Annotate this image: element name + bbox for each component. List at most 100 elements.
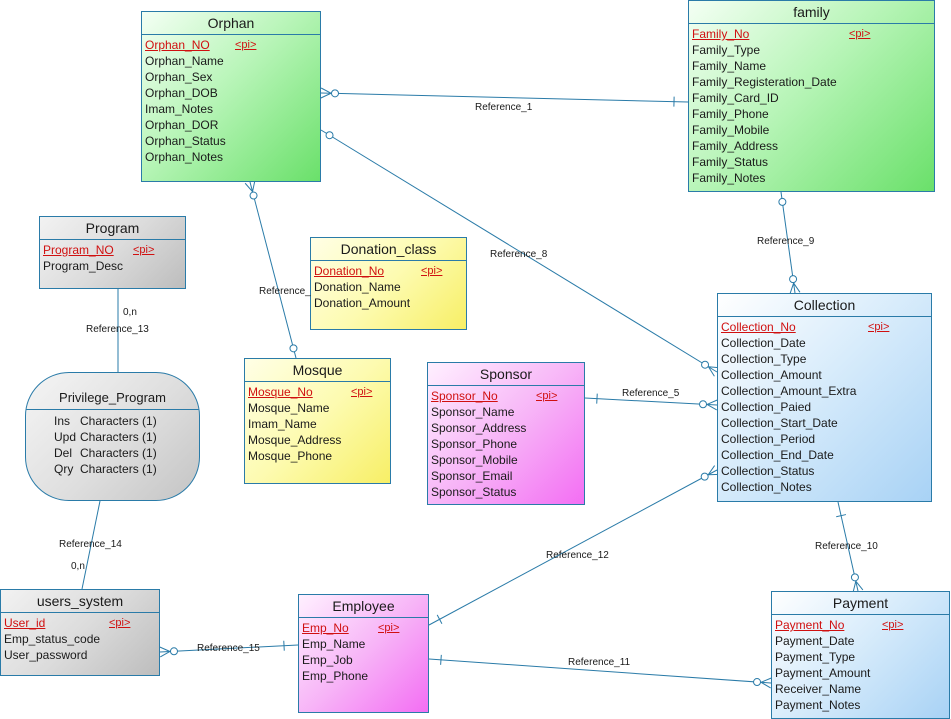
primary-key-row[interactable]: Program_NO<pi> [43, 242, 182, 258]
attribute-row[interactable]: Sponsor_Name [431, 405, 515, 419]
primary-key-row[interactable]: Orphan_NO<pi> [145, 37, 317, 53]
attribute-row[interactable]: Payment_Date [775, 634, 855, 648]
attribute-row[interactable]: Collection_Date [721, 336, 806, 350]
attribute-row[interactable]: Collection_Paied [721, 400, 812, 414]
entity-program[interactable]: Program Program_NO<pi>Program_Desc [39, 216, 186, 289]
reference-1-line[interactable] [320, 92, 689, 103]
reference-15-line[interactable] [159, 644, 299, 653]
attribute-row[interactable]: Orphan_Status [145, 134, 226, 148]
primary-key-row[interactable]: Payment_No<pi> [775, 617, 946, 633]
reference-11-line[interactable] [428, 658, 772, 684]
attribute-row[interactable]: Emp_Name [302, 637, 366, 651]
reference-orphan-mosque-line[interactable] [249, 181, 297, 359]
mandatory-one-marker[interactable] [283, 640, 285, 651]
attribute-row[interactable]: Family_Card_ID [692, 91, 779, 105]
crows-foot-marker[interactable] [760, 677, 772, 683]
mandatory-one-marker[interactable] [596, 393, 598, 404]
attribute-row[interactable]: Mosque_Address [248, 433, 342, 447]
attribute-row[interactable]: Donation_Name [314, 280, 401, 294]
attribute-row[interactable]: Family_Registeration_Date [692, 75, 837, 89]
attribute-row[interactable]: Imam_Notes [145, 102, 214, 116]
crows-foot-marker[interactable] [707, 465, 716, 476]
primary-key-row[interactable]: Collection_No<pi> [721, 319, 928, 335]
entity-donation-class[interactable]: Donation_class Donation_No<pi>Donation_N… [310, 237, 467, 330]
attribute-row[interactable]: Mosque_Name [248, 401, 330, 415]
attribute-row[interactable]: Payment_Type [775, 650, 856, 664]
attribute-row[interactable]: Family_Status [692, 155, 769, 169]
attribute-row[interactable]: Collection_Type [721, 352, 807, 366]
attribute-row[interactable]: Sponsor_Phone [431, 437, 518, 451]
crows-foot-marker[interactable] [706, 404, 717, 411]
crows-foot-marker[interactable] [160, 651, 171, 658]
crows-foot-marker[interactable] [708, 366, 715, 377]
attribute-row[interactable]: Orphan_DOR [145, 118, 219, 132]
attribute-row[interactable]: Collection_Period [721, 432, 816, 446]
crows-foot-marker[interactable] [320, 87, 332, 94]
attribute-row[interactable]: Sponsor_Email [431, 469, 513, 483]
primary-key-row[interactable]: Emp_No<pi> [302, 620, 425, 636]
attribute-row[interactable]: Collection_Start_Date [721, 416, 838, 430]
primary-key-row[interactable]: User_id<pi> [4, 615, 156, 631]
attribute-row[interactable]: Collection_Amount_Extra [721, 384, 857, 398]
attribute-row[interactable]: Family_Name [692, 59, 767, 73]
crows-foot-marker[interactable] [793, 282, 801, 293]
attribute-row[interactable]: Sponsor_Address [431, 421, 527, 435]
crows-foot-marker[interactable] [760, 681, 771, 689]
mandatory-one-marker[interactable] [836, 514, 847, 518]
attribute-row[interactable]: Family_Type [692, 43, 761, 57]
attribute-row[interactable]: Family_Phone [692, 107, 769, 121]
attribute-row[interactable]: Orphan_Name [145, 54, 224, 68]
attribute-row[interactable]: Collection_Status [721, 464, 815, 478]
attribute-row[interactable]: User_password [4, 648, 88, 662]
attribute-row[interactable]: Imam_Name [248, 417, 317, 431]
attribute-row[interactable]: Emp_Job [302, 653, 353, 667]
attribute-row[interactable]: Payment_Notes [775, 698, 861, 712]
crows-foot-marker[interactable] [320, 92, 332, 99]
reference-14-line[interactable] [81, 500, 101, 590]
attribute-row[interactable]: Orphan_DOB [145, 86, 218, 100]
attribute-row[interactable]: Family_Mobile [692, 123, 770, 137]
attribute-row[interactable]: Donation_Amount [314, 296, 411, 310]
attribute-row[interactable]: Program_Desc [43, 259, 124, 273]
crows-foot-marker[interactable] [244, 182, 253, 193]
attribute-row[interactable]: Collection_Amount [721, 368, 822, 382]
attribute-row[interactable]: Orphan_Sex [145, 70, 213, 84]
primary-key-row[interactable]: Family_No<pi> [692, 26, 931, 42]
attribute-row[interactable]: Emp_status_code [4, 632, 101, 646]
attribute-row[interactable]: Receiver_Name [775, 682, 862, 696]
attribute-row[interactable]: Family_Address [692, 139, 779, 153]
mandatory-one-marker[interactable] [440, 654, 442, 665]
entity-collection[interactable]: Collection Collection_No<pi>Collection_D… [717, 293, 932, 502]
primary-key-row[interactable]: Mosque_No<pi> [248, 384, 387, 400]
attribute-row[interactable]: Family_Notes [692, 171, 766, 185]
attribute-row[interactable]: Payment_Amount [775, 666, 871, 680]
crows-foot-marker[interactable] [855, 580, 864, 591]
reference-12-line[interactable] [428, 469, 718, 626]
mandatory-one-marker[interactable] [436, 614, 443, 624]
primary-key-row[interactable]: Sponsor_No<pi> [431, 388, 581, 404]
attribute-row[interactable]: Orphan_Notes [145, 150, 224, 164]
attribute-row[interactable]: Sponsor_Status [431, 485, 517, 499]
attribute-row[interactable]: Collection_Notes [721, 480, 812, 494]
crows-foot-marker[interactable] [159, 646, 171, 652]
attribute-row[interactable]: Emp_Phone [302, 669, 369, 683]
attribute-row[interactable]: Sponsor_Mobile [431, 453, 518, 467]
reference-8-line[interactable] [320, 129, 718, 373]
crows-foot-marker[interactable] [706, 399, 718, 405]
crows-foot-marker[interactable] [852, 581, 857, 593]
attribute-row[interactable]: Collection_End_Date [721, 448, 834, 462]
attribute-row[interactable]: Mosque_Phone [248, 449, 333, 463]
crows-foot-marker[interactable] [789, 282, 795, 294]
